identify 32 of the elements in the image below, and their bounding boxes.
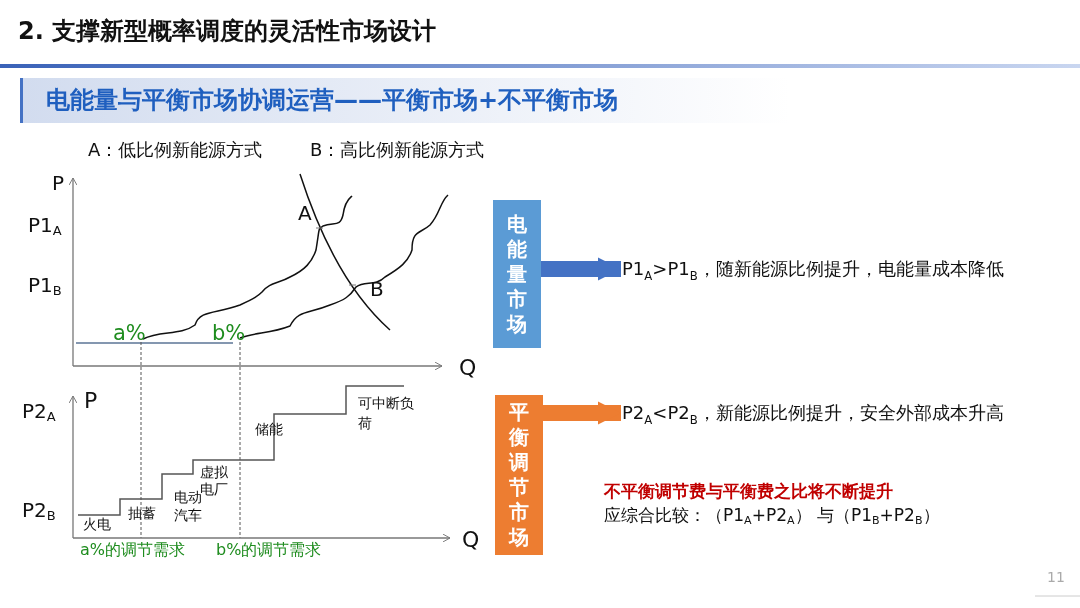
market-box: 电能量市场 xyxy=(493,200,541,348)
resource-label: 火电 xyxy=(83,517,111,533)
demand-label: b%的调节需求 xyxy=(216,541,322,559)
arrow xyxy=(543,401,621,425)
point-label: A xyxy=(298,202,312,224)
result-text: P2$_{A}$<P2$_{B}$，新能源比例提升，安全外部成本升高 xyxy=(622,400,1062,426)
price-label: P2$_{A}$ xyxy=(22,400,56,425)
page-number: 11 xyxy=(1047,570,1065,586)
note-text: 应综合比较：（P1$_{A}$+P2$_{A}$） 与（P1$_{B}$+P2$_{B}$） xyxy=(604,506,940,527)
resource-label: 虚拟电厂 xyxy=(200,464,229,497)
price-label: P1$_{B}$ xyxy=(28,274,62,299)
resource-label: 可中断负荷 xyxy=(358,394,415,433)
axis-label: Q xyxy=(459,356,477,381)
point-label: B xyxy=(370,278,384,300)
legend-text: B：高比例新能源方式 xyxy=(310,140,485,160)
note-text: 不平衡调节费与平衡费之比将不断提升 xyxy=(604,482,893,501)
share-label: a% xyxy=(113,322,146,346)
axis-label: P xyxy=(84,389,98,414)
resource-label: 储能 xyxy=(255,422,283,438)
demand-label: a%的调节需求 xyxy=(80,541,185,559)
share-label: b% xyxy=(212,322,246,346)
axis-label: P xyxy=(52,172,65,194)
resource-label: 抽蓄 xyxy=(128,506,156,522)
resource-label: 电动汽车 xyxy=(174,489,202,524)
price-label: P1$_{A}$ xyxy=(28,214,62,239)
slide-title: 2. 支撑新型概率调度的灵活性市场设计 xyxy=(18,18,437,45)
legend-text: A：低比例新能源方式 xyxy=(88,140,263,160)
arrow xyxy=(541,257,621,281)
axis-label: Q xyxy=(462,528,480,553)
market-box: 平衡调节市场 xyxy=(495,395,543,555)
result-text: P1$_{A}$>P1$_{B}$，随新能源比例提升，电能量成本降低 xyxy=(622,256,1062,282)
price-label: P2$_{B}$ xyxy=(22,499,56,524)
